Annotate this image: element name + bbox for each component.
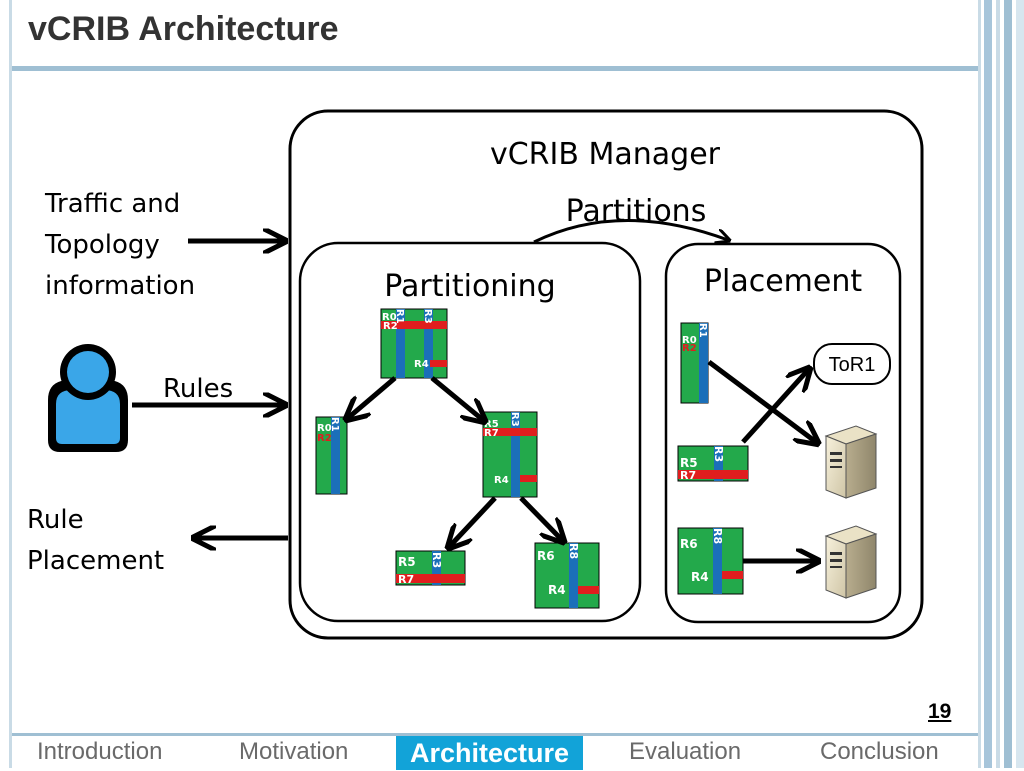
rule-label: R5 bbox=[398, 555, 416, 569]
manager-title: vCRIB Manager bbox=[490, 137, 721, 172]
rule-label: R3 bbox=[422, 309, 433, 324]
server-icon bbox=[824, 525, 878, 599]
placed-block-r0: R0 R2 R1 bbox=[680, 322, 709, 404]
rule-block-r5: R5 R7 R3 bbox=[395, 550, 466, 586]
rule-label: R1 bbox=[329, 417, 340, 432]
rule-label: R6 bbox=[537, 549, 555, 563]
rule-label: R0 bbox=[382, 312, 397, 323]
tree-arrow bbox=[519, 496, 562, 540]
placement-arrow bbox=[707, 359, 816, 442]
rule-label: R2 bbox=[682, 343, 697, 354]
rule-label: R5 bbox=[484, 419, 499, 430]
rule-label: R5 bbox=[680, 456, 698, 470]
tree-arrow bbox=[348, 376, 397, 418]
rule-label: R2 bbox=[317, 433, 332, 444]
rule-block-left: R0 R2 R1 bbox=[315, 416, 348, 495]
rule-block-right: R5 R7 R4 R3 bbox=[482, 411, 538, 498]
rule-label: R0 bbox=[317, 423, 332, 434]
rule-label: R7 bbox=[484, 428, 499, 439]
nav-motivation[interactable]: Motivation bbox=[239, 738, 349, 765]
output-label-1: Rule bbox=[27, 505, 84, 535]
traffic-label-2: Topology bbox=[44, 230, 160, 260]
traffic-label-1: Traffic and bbox=[44, 189, 180, 219]
rules-label: Rules bbox=[163, 374, 233, 404]
placed-block-r6: R6 R4 R8 bbox=[677, 527, 744, 595]
tor-label: ToR1 bbox=[829, 354, 876, 376]
rule-label: R4 bbox=[494, 475, 509, 486]
title-divider bbox=[12, 66, 978, 71]
tree-arrow bbox=[450, 496, 497, 546]
rule-label: R3 bbox=[430, 552, 443, 568]
slide-title: vCRIB Architecture bbox=[28, 10, 339, 48]
tree-arrow bbox=[430, 376, 483, 420]
rule-label: R8 bbox=[567, 543, 580, 559]
partitions-arrow bbox=[533, 219, 728, 242]
rule-label: R7 bbox=[398, 573, 414, 586]
decorative-stripe bbox=[984, 0, 992, 768]
tor-switch: ToR1 bbox=[813, 343, 891, 385]
nav-architecture[interactable]: Architecture bbox=[396, 736, 584, 770]
user-icon bbox=[48, 344, 128, 452]
rule-label: R7 bbox=[680, 469, 696, 482]
traffic-label-3: information bbox=[45, 271, 195, 301]
placement-label: Placement bbox=[704, 264, 862, 299]
rule-label: R4 bbox=[414, 359, 429, 370]
rule-label: R8 bbox=[711, 528, 724, 544]
decorative-stripe bbox=[996, 0, 1000, 768]
rule-block-root: R0 R2 R4 R1 R3 bbox=[380, 308, 448, 379]
nav-introduction[interactable]: Introduction bbox=[37, 738, 163, 765]
rule-label: R0 bbox=[682, 335, 697, 346]
rule-label: R3 bbox=[712, 446, 725, 462]
placed-block-r5: R5 R7 R3 bbox=[677, 445, 749, 482]
rule-label: R1 bbox=[697, 323, 708, 338]
slide-frame bbox=[9, 0, 981, 768]
decorative-stripe bbox=[1004, 0, 1012, 768]
section-nav: Introduction Motivation Architecture Eva… bbox=[12, 733, 978, 771]
rule-label: R4 bbox=[691, 570, 709, 584]
placement-arrow bbox=[741, 370, 808, 444]
output-label-2: Placement bbox=[27, 546, 164, 576]
rule-label: R1 bbox=[394, 309, 405, 324]
partitioning-label: Partitioning bbox=[384, 269, 555, 304]
rule-label: R6 bbox=[680, 537, 698, 551]
rule-label: R4 bbox=[548, 583, 566, 597]
decorative-stripe bbox=[1016, 0, 1024, 768]
nav-evaluation[interactable]: Evaluation bbox=[629, 738, 742, 765]
rule-label: R2 bbox=[383, 321, 398, 332]
server-icon bbox=[824, 425, 878, 499]
architecture-diagram: vCRIB Manager Partitioning Placement Par… bbox=[27, 109, 924, 640]
nav-conclusion[interactable]: Conclusion bbox=[820, 738, 939, 765]
rule-label: R3 bbox=[509, 412, 520, 427]
page-number: 19 bbox=[928, 700, 952, 723]
rule-block-r6: R6 R4 R8 bbox=[534, 542, 600, 609]
title-band bbox=[12, 0, 978, 66]
